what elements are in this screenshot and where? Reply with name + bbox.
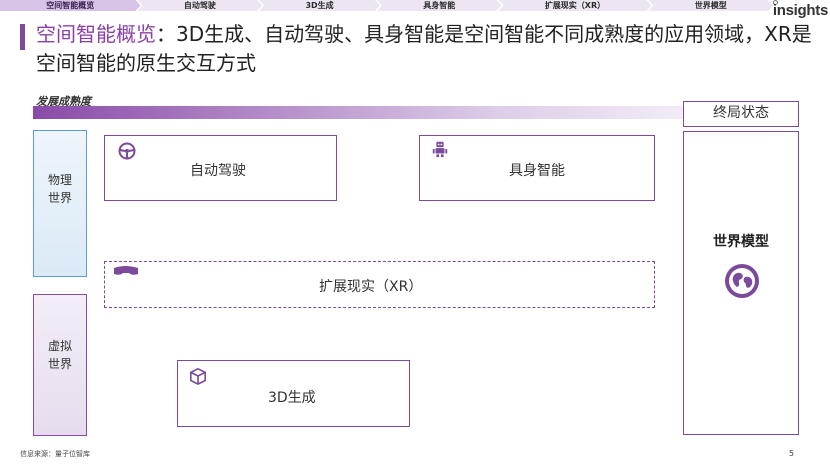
autonomous-driving-box: 自动驾驶	[104, 135, 337, 201]
world-model-label: 世界模型	[713, 234, 769, 250]
robot-icon	[432, 141, 448, 158]
maturity-axis-label: 发展成熟度	[36, 95, 91, 108]
title-highlight: 空间智能概览	[36, 22, 156, 46]
brand-logo: insights	[772, 2, 828, 19]
maturity-arrow	[33, 106, 696, 119]
nav-item-embodied-ai[interactable]: 具身智能	[377, 0, 502, 11]
embodied-ai-label: 具身智能	[509, 163, 565, 179]
page-number: 5	[788, 449, 794, 458]
physical-world-box: 物理 世界	[33, 130, 87, 277]
xr-box: 扩展现实（XR）	[104, 261, 655, 308]
end-state-label: 终局状态	[683, 101, 799, 127]
3d-generation-label: 3D生成	[268, 390, 316, 406]
nav-item-overview[interactable]: 空间智能概览	[0, 0, 141, 11]
embodied-ai-box: 具身智能	[419, 135, 655, 201]
source-note: 信息来源：量子位智库	[20, 450, 90, 458]
autonomous-driving-label: 自动驾驶	[190, 163, 246, 179]
xr-label: 扩展现实（XR）	[319, 279, 423, 295]
physical-world-label: 物理 世界	[47, 173, 72, 205]
title-rest: ：3D生成、自动驾驶、具身智能是空间智能不同成熟度的应用领域，XR是空间智能的原…	[36, 22, 812, 75]
end-state-box: 世界模型	[683, 131, 799, 435]
nav-item-autonomous-driving[interactable]: 自动驾驶	[138, 0, 263, 11]
virtual-world-box: 虚拟 世界	[33, 294, 87, 436]
globe-icon	[725, 264, 759, 298]
steering-wheel-icon	[118, 142, 136, 160]
nav-item-xr[interactable]: 扩展现实（XR）	[499, 0, 652, 11]
nav-item-world-model[interactable]: 世界模型	[648, 0, 773, 11]
top-nav: 空间智能概览 自动驾驶 3D生成 具身智能 扩展现实（XR） 世界模型	[0, 0, 770, 11]
virtual-world-label: 虚拟 世界	[47, 339, 72, 371]
vr-headset-icon	[114, 266, 138, 275]
title-accent-bar	[20, 24, 25, 50]
3d-generation-box: 3D生成	[177, 360, 410, 427]
nav-item-3d-generation[interactable]: 3D生成	[259, 0, 380, 11]
cube-icon	[189, 367, 207, 385]
logo-mark-icon	[773, 0, 778, 5]
page-title: 空间智能概览：3D生成、自动驾驶、具身智能是空间智能不同成熟度的应用领域，XR是…	[36, 20, 816, 78]
